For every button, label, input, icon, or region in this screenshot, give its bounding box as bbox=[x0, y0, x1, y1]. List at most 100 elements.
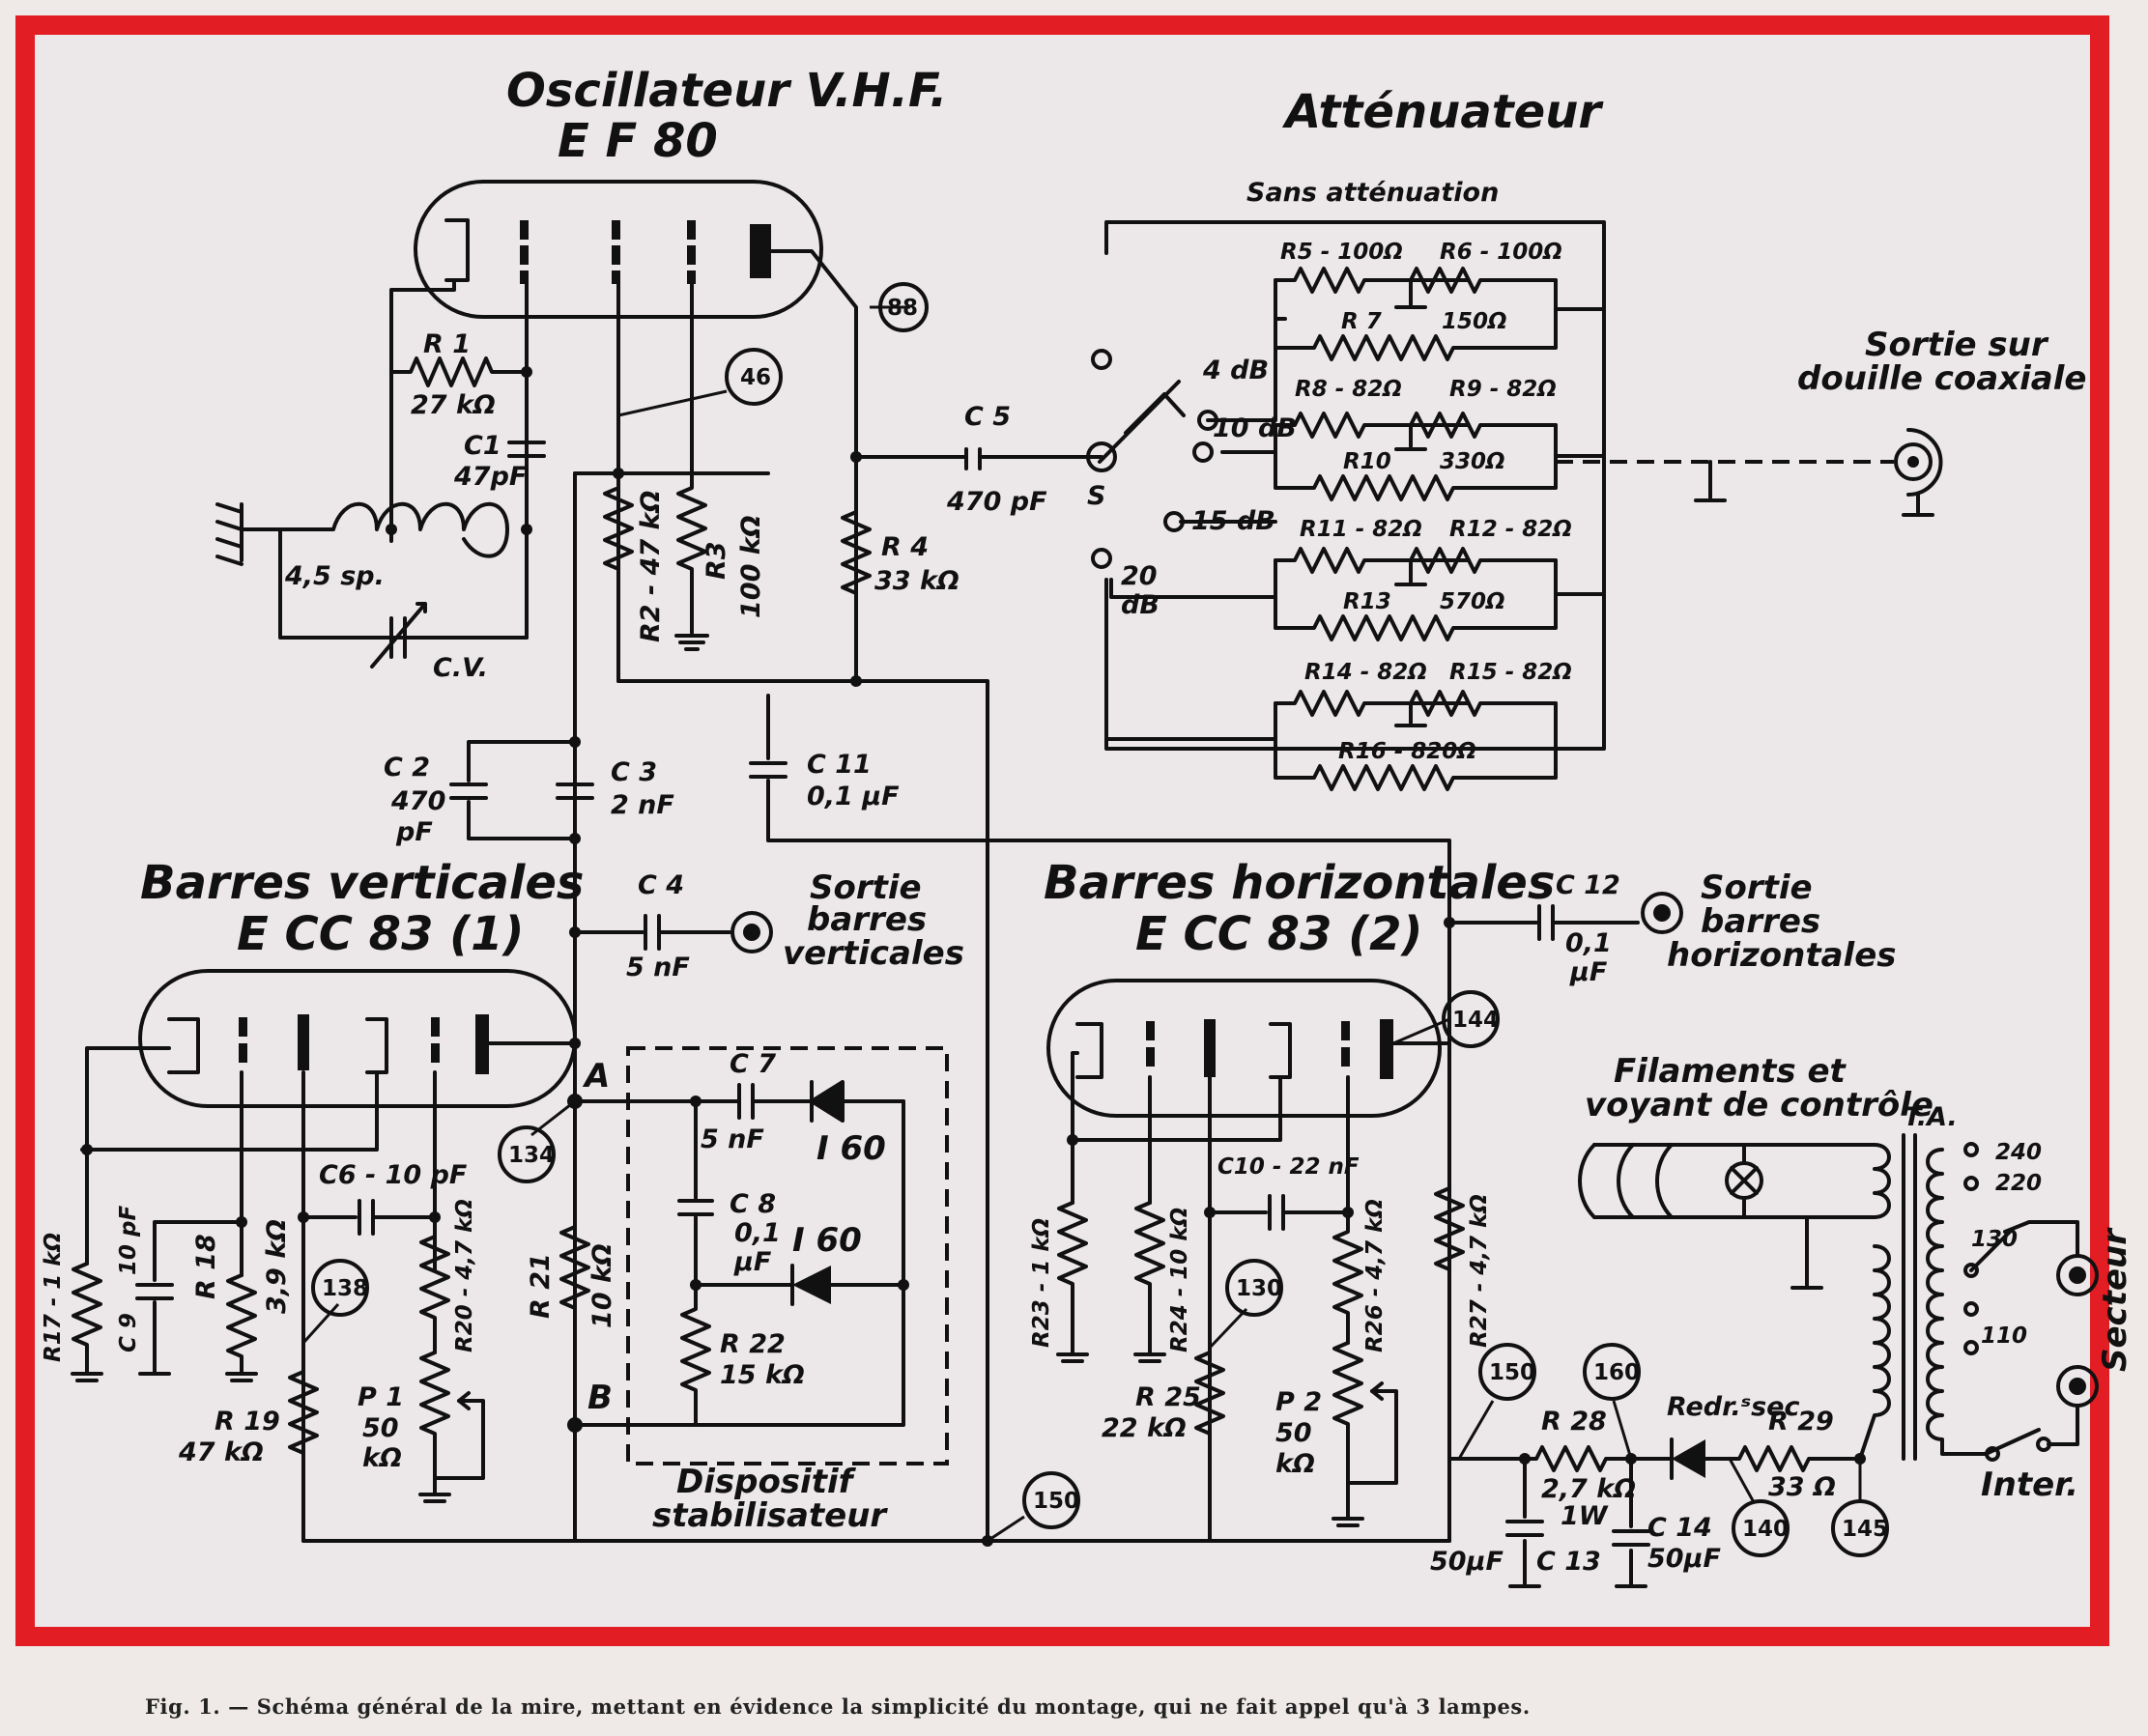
osc-title: Oscillateur V.H.F. bbox=[506, 64, 947, 118]
label-r5: R5 - 100Ω bbox=[1280, 240, 1403, 265]
redr-label: Redr.ˢsec bbox=[1667, 1392, 1799, 1422]
label-c14: C 14 bbox=[1647, 1513, 1712, 1543]
label-p2-unit: kΩ bbox=[1275, 1449, 1315, 1479]
label-c4-value: 5 nF bbox=[626, 953, 690, 982]
label-c10: C10 - 22 nF bbox=[1217, 1154, 1360, 1180]
ecc83-2-tube bbox=[1046, 979, 1442, 1118]
label-i60-b: I 60 bbox=[792, 1221, 862, 1260]
node-130: 130 bbox=[1236, 1276, 1282, 1301]
sh-3: horizontales bbox=[1667, 936, 1897, 975]
figure-caption: Fig. 1. — Schéma général de la mire, met… bbox=[145, 1694, 1531, 1719]
label-c11-value: 0,1 µF bbox=[807, 782, 900, 811]
att-15db bbox=[1274, 547, 1606, 641]
label-p2: P 2 bbox=[1275, 1387, 1322, 1417]
label-r10-value: 330Ω bbox=[1440, 449, 1505, 474]
label-220: 220 bbox=[1995, 1171, 2042, 1196]
label-r22-value: 15 kΩ bbox=[720, 1360, 805, 1390]
ef80-tube bbox=[414, 180, 823, 319]
att-sans: Sans atténuation bbox=[1246, 178, 1499, 208]
node-markers bbox=[301, 282, 1889, 1557]
label-r28: R 28 bbox=[1541, 1407, 1607, 1437]
label-c9: C 9 bbox=[116, 1313, 141, 1352]
label-r3: R3 bbox=[702, 541, 731, 580]
label-r7: R 7 bbox=[1341, 309, 1382, 334]
label-15db: 15 dB bbox=[1191, 506, 1275, 536]
sv-2: barres bbox=[807, 900, 927, 939]
label-r25: R 25 bbox=[1135, 1382, 1201, 1412]
label-r29-value: 33 Ω bbox=[1768, 1472, 1836, 1502]
label-130: 130 bbox=[1971, 1227, 2018, 1252]
fil-2: voyant de contrôle bbox=[1585, 1086, 1933, 1124]
bh-tube-type: E CC 83 (2) bbox=[1135, 907, 1422, 961]
label-i60-a: I 60 bbox=[816, 1129, 886, 1168]
label-c12: C 12 bbox=[1556, 870, 1620, 900]
label-r9: R9 - 82Ω bbox=[1449, 377, 1557, 402]
label-node-a: A bbox=[582, 1057, 610, 1096]
inter-label: Inter. bbox=[1981, 1466, 2078, 1504]
node-88: 88 bbox=[887, 296, 918, 321]
label-c13: C 13 bbox=[1536, 1547, 1601, 1577]
label-c8-value: 0,1 bbox=[734, 1218, 781, 1248]
label-c6: C6 - 10 pF bbox=[319, 1160, 468, 1190]
label-r7-value: 150Ω bbox=[1442, 309, 1507, 334]
label-c3: C 3 bbox=[611, 757, 657, 787]
label-r21-value: 10 kΩ bbox=[587, 1243, 617, 1328]
node-46: 46 bbox=[740, 365, 771, 390]
bv-tube-type: E CC 83 (1) bbox=[237, 907, 524, 961]
disp-1: Dispositif bbox=[676, 1463, 857, 1501]
label-r15: R15 - 82Ω bbox=[1449, 660, 1572, 685]
coax-title-2: douille coaxiale bbox=[1797, 359, 2086, 398]
label-r8: R8 - 82Ω bbox=[1295, 377, 1402, 402]
label-r18-value: 3,9 kΩ bbox=[262, 1219, 292, 1314]
label-c3-value: 2 nF bbox=[611, 790, 674, 820]
label-c4: C 4 bbox=[638, 870, 684, 900]
secteur-label: Secteur bbox=[2096, 1227, 2134, 1372]
red-frame bbox=[15, 15, 2109, 1646]
label-s: S bbox=[1087, 481, 1105, 511]
label-p1: P 1 bbox=[358, 1382, 404, 1412]
disp-2: stabilisateur bbox=[652, 1496, 888, 1535]
label-c7: C 7 bbox=[730, 1049, 776, 1079]
label-r12: R12 - 82Ω bbox=[1449, 517, 1572, 542]
node-138: 138 bbox=[322, 1276, 368, 1301]
label-c9-value: 10 pF bbox=[116, 1206, 141, 1275]
label-r16: R16 - 820Ω bbox=[1338, 739, 1476, 764]
label-r1: R 1 bbox=[423, 329, 471, 359]
node-144: 144 bbox=[1452, 1008, 1499, 1033]
label-c12-value: 0,1 bbox=[1565, 928, 1612, 958]
label-c5-value: 470 pF bbox=[946, 487, 1047, 517]
node-160: 160 bbox=[1593, 1360, 1640, 1385]
label-c8: C 8 bbox=[730, 1189, 776, 1219]
label-c5: C 5 bbox=[964, 402, 1011, 432]
sv-1: Sortie bbox=[810, 868, 922, 907]
node-140: 140 bbox=[1742, 1517, 1789, 1542]
label-240: 240 bbox=[1995, 1140, 2042, 1165]
label-r25-value: 22 kΩ bbox=[1102, 1413, 1187, 1443]
label-c7-value: 5 nF bbox=[701, 1124, 764, 1154]
label-r21: R 21 bbox=[526, 1253, 556, 1319]
label-cv: C.V. bbox=[433, 653, 488, 683]
coax-title-1: Sortie sur bbox=[1865, 326, 2049, 364]
label-c11: C 11 bbox=[807, 750, 872, 780]
node-150a: 150 bbox=[1033, 1489, 1079, 1514]
label-c2-value: 470 bbox=[390, 786, 445, 816]
node-134: 134 bbox=[508, 1143, 555, 1168]
node-145: 145 bbox=[1842, 1517, 1888, 1542]
label-r24: R24 - 10 kΩ bbox=[1167, 1208, 1192, 1352]
label-r22: R 22 bbox=[720, 1329, 786, 1359]
label-20db: 20 bbox=[1121, 561, 1158, 591]
label-c2-unit: pF bbox=[395, 817, 433, 847]
label-20db-unit: dB bbox=[1121, 590, 1160, 620]
att-10db bbox=[1274, 412, 1606, 501]
label-r26: R26 - 4,7 kΩ bbox=[1362, 1199, 1388, 1352]
bv-title: Barres verticales bbox=[140, 856, 585, 910]
label-r13: R13 bbox=[1343, 589, 1391, 614]
osc-tube-type: E F 80 bbox=[558, 114, 718, 168]
label-110: 110 bbox=[1981, 1323, 2027, 1349]
label-r4: R 4 bbox=[881, 532, 929, 562]
label-c2: C 2 bbox=[384, 753, 430, 783]
ta-label: T.A. bbox=[1904, 1102, 1958, 1132]
label-r28-value: 2,7 kΩ bbox=[1541, 1474, 1636, 1504]
label-r29: R 29 bbox=[1768, 1407, 1834, 1437]
